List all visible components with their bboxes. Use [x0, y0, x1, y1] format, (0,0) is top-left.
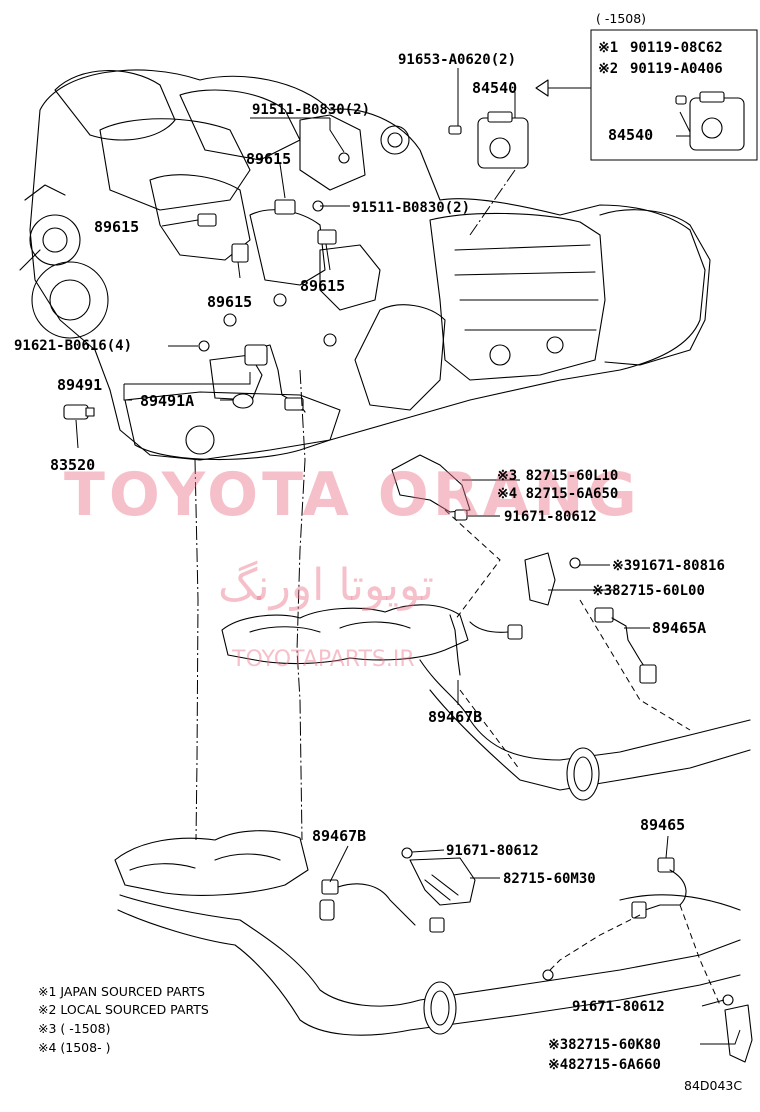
inset-line2-part: 90119-A0406 [630, 61, 723, 77]
watermark-line3: TOYOTAPARTS.IR [231, 647, 415, 672]
label-89491a: 89491A [140, 392, 194, 410]
label-82715-60l10: ※3 82715-60L10 [497, 468, 618, 484]
label-82715-60m30: 82715-60M30 [503, 871, 596, 887]
label-89467b-b: 89467B [312, 827, 366, 845]
label-91671-80612-b: 91671-80612 [446, 843, 539, 859]
legend-line-2: ※2 LOCAL SOURCED PARTS [38, 1002, 209, 1017]
harness-89491-drawing [63, 340, 306, 420]
watermark: TOYOTA ORANG تویوتا اورنگ TOYOTAPARTS.IR [64, 460, 641, 672]
label-91671-80612-c: 91671-80612 [572, 999, 665, 1015]
legend: ※1 JAPAN SOURCED PARTS ※2 LOCAL SOURCED … [38, 984, 209, 1055]
label-84540: 84540 [472, 79, 517, 97]
engine-transmission-drawing [19, 69, 711, 461]
inset-line1-mark: ※1 [598, 40, 618, 56]
legend-line-1: ※1 JAPAN SOURCED PARTS [38, 984, 205, 999]
leader-lines [75, 68, 741, 1045]
label-89465: 89465 [640, 816, 685, 834]
label-91671-80816: ※391671-80816 [612, 558, 725, 574]
label-82715-60k80: ※382715-60K80 [548, 1037, 661, 1053]
inset-line1-part: 90119-08C62 [630, 40, 723, 56]
legend-line-3: ※3 ( -1508) [38, 1021, 110, 1036]
inset-box [590, 29, 758, 161]
sensor-89615-parts [197, 152, 350, 263]
label-83520: 83520 [50, 456, 95, 474]
label-91621-b0616: 91621-B0616(4) [14, 338, 132, 354]
legend-line-4: ※4 (1508- ) [38, 1040, 110, 1055]
label-89615-d: 89615 [300, 277, 345, 295]
inset-line2-mark: ※2 [598, 61, 618, 77]
inset-text: ( -1508) ※1 90119-08C62 ※2 90119-A0406 8… [596, 11, 723, 144]
label-89465a: 89465A [652, 619, 706, 637]
diagram-code: 84D043C [684, 1078, 742, 1093]
label-89615-b: 89615 [94, 218, 139, 236]
label-82715-60l00: ※382715-60L00 [592, 583, 705, 599]
label-89615-a: 89615 [246, 150, 291, 168]
switch-84540-drawing [448, 79, 591, 169]
watermark-line1: TOYOTA ORANG [64, 460, 641, 530]
exhaust-upper-drawing [221, 454, 751, 801]
label-91511-b0830-b: 91511-B0830(2) [352, 200, 470, 216]
part-labels: 91653-A0620(2) 84540 91511-B0830(2) 8961… [14, 52, 725, 1073]
label-82715-6a650: ※4 82715-6A650 [497, 486, 618, 502]
inset-range-label: ( -1508) [596, 11, 646, 26]
label-91653-a0620: 91653-A0620(2) [398, 52, 516, 68]
exhaust-lower-drawing [114, 830, 753, 1063]
label-91671-80612-a: 91671-80612 [504, 509, 597, 525]
watermark-line2: تویوتا اورنگ [218, 560, 434, 611]
label-89615-c: 89615 [207, 293, 252, 311]
label-91511-b0830-a: 91511-B0830(2) [252, 102, 370, 118]
label-82715-6a660: ※482715-6A660 [548, 1057, 661, 1073]
inset-part-84540: 84540 [608, 126, 653, 144]
label-89491: 89491 [57, 376, 102, 394]
label-89467b-a: 89467B [428, 708, 482, 726]
